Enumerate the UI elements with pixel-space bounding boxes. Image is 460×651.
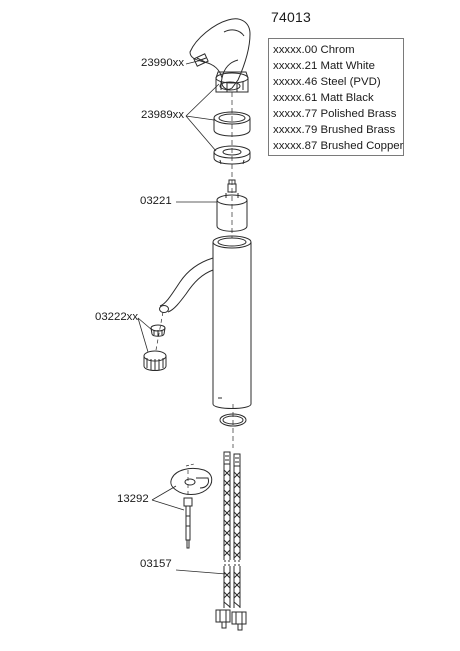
part-label-handle-screw: 23990xx: [141, 57, 185, 69]
cartridge-sleeve: [213, 111, 251, 137]
leader-mounting-kit: [151, 485, 185, 511]
finish-item: xxxxx.46 Steel (PVD): [273, 76, 381, 88]
handle-screw: [193, 53, 209, 67]
mounting-bracket: [170, 463, 213, 495]
handle-lever: [189, 18, 251, 91]
finish-legend: xxxxx.00 Chrom xxxxx.21 Matt White xxxxx…: [268, 38, 404, 156]
finish-item: xxxxx.00 Chrom: [273, 44, 355, 56]
cartridge-cap: [215, 71, 249, 93]
finish-item: xxxxx.61 Matt Black: [273, 92, 374, 104]
leader-handle-screw: [185, 60, 199, 65]
finish-item: xxxxx.21 Matt White: [273, 60, 375, 72]
aerator-housing: [143, 350, 167, 371]
cartridge-base-ring: [213, 145, 251, 165]
finish-item: xxxxx.87 Brushed Copper: [273, 140, 404, 152]
finish-item: xxxxx.79 Brushed Brass: [273, 124, 396, 136]
model-number: 74013: [271, 9, 311, 25]
leader-cartridge-set: [185, 83, 220, 152]
part-label-mounting-kit: 13292: [117, 493, 149, 505]
part-label-cartridge: 03221: [140, 195, 172, 207]
faucet-body: [159, 235, 252, 409]
part-label-aerator: 03222xx: [95, 311, 139, 323]
part-label-hoses: 03157: [140, 558, 172, 570]
aerator-insert: [150, 324, 166, 337]
threaded-rod: [183, 497, 193, 549]
leader-aerator: [137, 317, 153, 353]
supply-hoses: [215, 451, 247, 631]
leader-hoses: [175, 569, 227, 575]
finish-item: xxxxx.77 Polished Brass: [273, 108, 397, 120]
part-label-cartridge-set: 23989xx: [141, 109, 185, 121]
cartridge: [216, 179, 248, 232]
